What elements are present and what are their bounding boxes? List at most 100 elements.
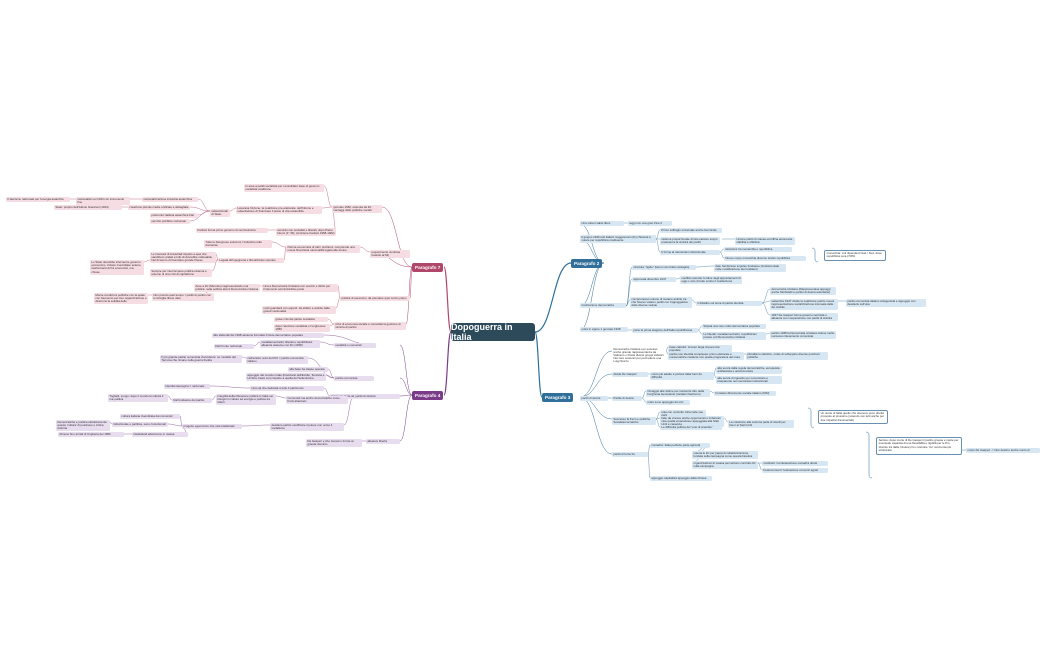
p3-node[interactable]: Nel zero sostenni per permettere una Lui… xyxy=(613,356,662,363)
p7-node[interactable]: Non prendo quel tempo: i partiti di part… xyxy=(152,293,214,301)
p3-node[interactable]: partito non identità complessa: primo el… xyxy=(668,352,744,360)
p7-node[interactable]: Tutte le bisognose soluzioni, l'industri… xyxy=(204,240,272,248)
p3-node[interactable]: organizzazioni di massa permettono contr… xyxy=(692,461,758,469)
p4-node[interactable]: nell'amicia: anni del PCI = partito comu… xyxy=(246,356,308,364)
p3-node[interactable]: Le difficoltà politica del 'voto di scam… xyxy=(660,425,722,430)
p4-node[interactable]: Integrità della riflessione politica in … xyxy=(216,394,276,406)
p4-node[interactable]: appoggio del mondo rurale (braccianti de… xyxy=(246,373,326,381)
p4-node[interactable]: Una via che dedicata a tutto il patrimon… xyxy=(250,386,324,391)
p3-node[interactable]: Democrazia cristiana con sucesso: anche … xyxy=(613,347,664,358)
p3-node[interactable]: alla senza di riguardo per comunicare e … xyxy=(716,376,782,384)
p7-node[interactable]: nazionalizzazione industria autarchica xyxy=(142,197,198,202)
p2-node[interactable]: istituzioni tra monarchia e repubblica xyxy=(724,247,792,252)
p7-node[interactable]: molti guardiani con esperti: da sbalzo e… xyxy=(262,306,336,314)
p7-node[interactable]: Monte condizioni politiche con la quale … xyxy=(94,293,148,305)
p2-node[interactable]: Unione partiti di massa uccriffina autor… xyxy=(735,237,795,245)
p7-node[interactable]: Lo Stato dovrebbe intervenire governo ec… xyxy=(90,260,144,275)
p2-node[interactable]: compromesso unione di mettere ambito tra… xyxy=(630,297,692,309)
p4-node[interactable]: Togliatti, Longo: dopo il mondo la cultu… xyxy=(108,394,168,402)
p7-node[interactable]: policronici italiana autarchica Fiat xyxy=(150,213,198,218)
p2-node[interactable]: democrazia cristiana (Rappresentava appo… xyxy=(770,287,836,295)
p4-node[interactable]: Istituzionale e partitica, sono rivoluzi… xyxy=(112,422,168,427)
p4-node[interactable]: allo elettorali del 1948 assieme Formati… xyxy=(212,333,324,338)
p4-node[interactable]: Almeno fino ai fatti di Ungheria del 195… xyxy=(58,432,124,437)
p4-node[interactable]: desidero partito modificare il potere no… xyxy=(270,423,344,431)
p2-node[interactable]: partito comunista italiano antagonista e… xyxy=(846,299,926,307)
p4-node[interactable]: cultura italiana rivendicata dai comunis… xyxy=(120,414,180,419)
p2-node[interactable]: Stipula una rete molto democratica popol… xyxy=(702,324,766,329)
p3-node[interactable]: voterai le Dc per paura di collettivizza… xyxy=(692,451,758,459)
root-node[interactable]: Dopoguerra in Italia xyxy=(451,322,535,342)
p4-node[interactable]: socialisti e comunisti xyxy=(334,343,376,348)
p2-node[interactable]: il dibattito sul tema di partito identit… xyxy=(696,301,762,306)
p4-node[interactable]: Dal Fronte nazionale xyxy=(214,344,254,349)
p3-node[interactable]: partiti di destra xyxy=(580,396,608,401)
p2-node[interactable]: parte la prima stagione dell'Italia repu… xyxy=(632,328,698,333)
paragrafo-3-node[interactable]: Paragrafo 3 xyxy=(542,393,574,402)
p2-node[interactable]: Costituzione democratica xyxy=(580,303,626,308)
p2-node[interactable]: Primo suffragio universale anche femmini… xyxy=(660,228,722,233)
p7-node[interactable]: accordo con socialisti e liberali, dopo … xyxy=(276,228,336,236)
paragrafo-4-node[interactable]: Paragrafo 4 xyxy=(412,391,444,400)
p4-node[interactable]: intellettuali aderiscono in massa xyxy=(132,432,188,437)
p3-node[interactable]: alla senza dalla regola democratiche, eu… xyxy=(716,366,782,374)
p3-node[interactable]: nutre sono appoggio da urlo xyxy=(646,400,690,405)
p2-node[interactable]: 1947 De Gasperi forma governo centrista … xyxy=(770,313,838,321)
p3-node[interactable]: appoggio capitalista appoggio dalla Chie… xyxy=(650,476,712,481)
p2-node[interactable]: Il giugno 1946 tutti italiani maggiorenn… xyxy=(580,235,656,243)
p3-node[interactable]: Omaggio alle vittime per reinserire dire… xyxy=(646,389,710,397)
p4-node[interactable]: progetto egemonico che usa intellettuali xyxy=(182,424,242,429)
p7-node[interactable]: nazionalisti nel 1943 con incremento fin… xyxy=(76,197,130,205)
p7-node[interactable]: Una a Democrazia Cristiana con una Dc e … xyxy=(262,284,338,292)
p2-node[interactable]: partito 1948 la Democratia cristiana ott… xyxy=(770,331,836,339)
p7-node[interactable]: gennaio 1962, ottenuta da Dc vantaggi de… xyxy=(332,205,382,213)
p7-node[interactable]: politica di esecutivo: da prendere quel … xyxy=(340,296,410,301)
p2-node[interactable]: conflitto raccolto l'ordine degli appunt… xyxy=(680,276,742,284)
p3-node[interactable]: base cattolici: ricoveri larga irreveren… xyxy=(668,345,732,353)
p7-node[interactable]: Fanfani forma primo governo di centrosin… xyxy=(196,228,268,233)
p7-node[interactable]: servizio pubblico nazionale xyxy=(150,219,190,224)
p3-node[interactable]: partiti di forza Sx xyxy=(612,452,648,457)
p4-node[interactable]: partiti di sinistra xyxy=(354,394,400,399)
p3-node[interactable]: conto più adatto a portare Italia fuori … xyxy=(650,372,714,380)
p7-node[interactable]: dopo l'elezione socialista e l'ungherese… xyxy=(274,324,330,332)
p4-node[interactable]: Dal fondatore del partito xyxy=(172,398,212,403)
p3-node[interactable]: Fondano Movimento sociale italiano (MSI) xyxy=(714,391,776,396)
p2-node[interactable]: dato l'ambizioso impulso fondatore (fond… xyxy=(714,264,786,272)
p2-node[interactable]: entra in vigore 1 gennaio 1948 xyxy=(580,327,628,332)
p7-node[interactable]: (esperimento centrista tradotto al 62) xyxy=(370,250,410,258)
p3-node[interactable]: Federconsorzi: federazione consorzi agra… xyxy=(762,468,828,473)
p3-node[interactable]: La votazione alla colonna parla di dorsi… xyxy=(728,420,794,428)
p2-node[interactable]: approvata dicembre 1947 xyxy=(632,277,676,282)
p4-node[interactable]: Il più grande partito comunista d'occide… xyxy=(160,355,242,363)
p7-node[interactable]: riforma economica di tutti i problemi, c… xyxy=(286,245,360,253)
p4-node[interactable]: alla base ha classe operaia xyxy=(288,367,328,372)
p2-node[interactable]: Il forma al referendum istituzionale xyxy=(660,250,720,255)
p7-node[interactable]: Lavorava l'Azione, la coalizione pre-ele… xyxy=(236,206,322,214)
p7-node[interactable]: Crisi di economia sociale e consolida la… xyxy=(334,322,406,330)
p7-node[interactable]: creazione piccole medie unificate e dett… xyxy=(128,205,190,210)
p2-node[interactable]: settembre 1947 divide la coalizione part… xyxy=(770,299,838,311)
p3-node[interactable]: sola con controllo Ciria nelle sue parti xyxy=(660,410,706,418)
p2-node[interactable]: Una volta il saldo liberi xyxy=(580,221,624,226)
p3-node[interactable]: pluralismo cattolico, molte di sviluppar… xyxy=(746,352,828,360)
p2-node[interactable]: struttura "rigide" (lavoro da ritratto d… xyxy=(632,265,696,270)
p4-node[interactable]: Democratiche e politica cattolicamente q… xyxy=(56,420,110,432)
p7-node[interactable]: Il fascismo nazionale per l'energia auta… xyxy=(6,197,70,202)
p3-node[interactable]: contadini: Italia periferie parte agrico… xyxy=(650,443,710,448)
p7-node[interactable]: deve a Dc (Mercato) rappresentando una p… xyxy=(194,284,260,292)
p2-node[interactable]: Le liberali: socialdemocratici, repubbli… xyxy=(702,332,766,340)
p4-node[interactable]: partito comunista xyxy=(334,376,374,381)
p4-node[interactable]: Identità ideologica = nazionale xyxy=(164,384,210,389)
p7-node[interactable]: Legata all'ingegneria e liberalizzato me… xyxy=(218,258,284,263)
p3-node[interactable]: Successo fa Fiom e politiche Socialdemoc… xyxy=(612,417,656,425)
paragrafo-2-node[interactable]: Paragrafo 2 xyxy=(571,259,603,268)
p2-node[interactable]: Nuovo corpo monarchia divenne stretto re… xyxy=(724,256,806,261)
paragrafo-7-node[interactable]: Paragrafo 7 xyxy=(412,263,444,272)
p7-node[interactable]: Sempre per interrompere politica sistema… xyxy=(150,269,212,277)
p7-node[interactable]: settentrionali di Stato xyxy=(210,209,230,217)
p7-node[interactable]: Nel di lavoro di finanziare grande Paese xyxy=(150,258,212,263)
p2-node[interactable]: leggi con una gran Fine 2 xyxy=(628,221,672,226)
p7-node[interactable]: In area a partiti socialista per consoli… xyxy=(244,184,324,192)
p3-node[interactable]: Alcide De Gasperi xyxy=(612,372,648,377)
